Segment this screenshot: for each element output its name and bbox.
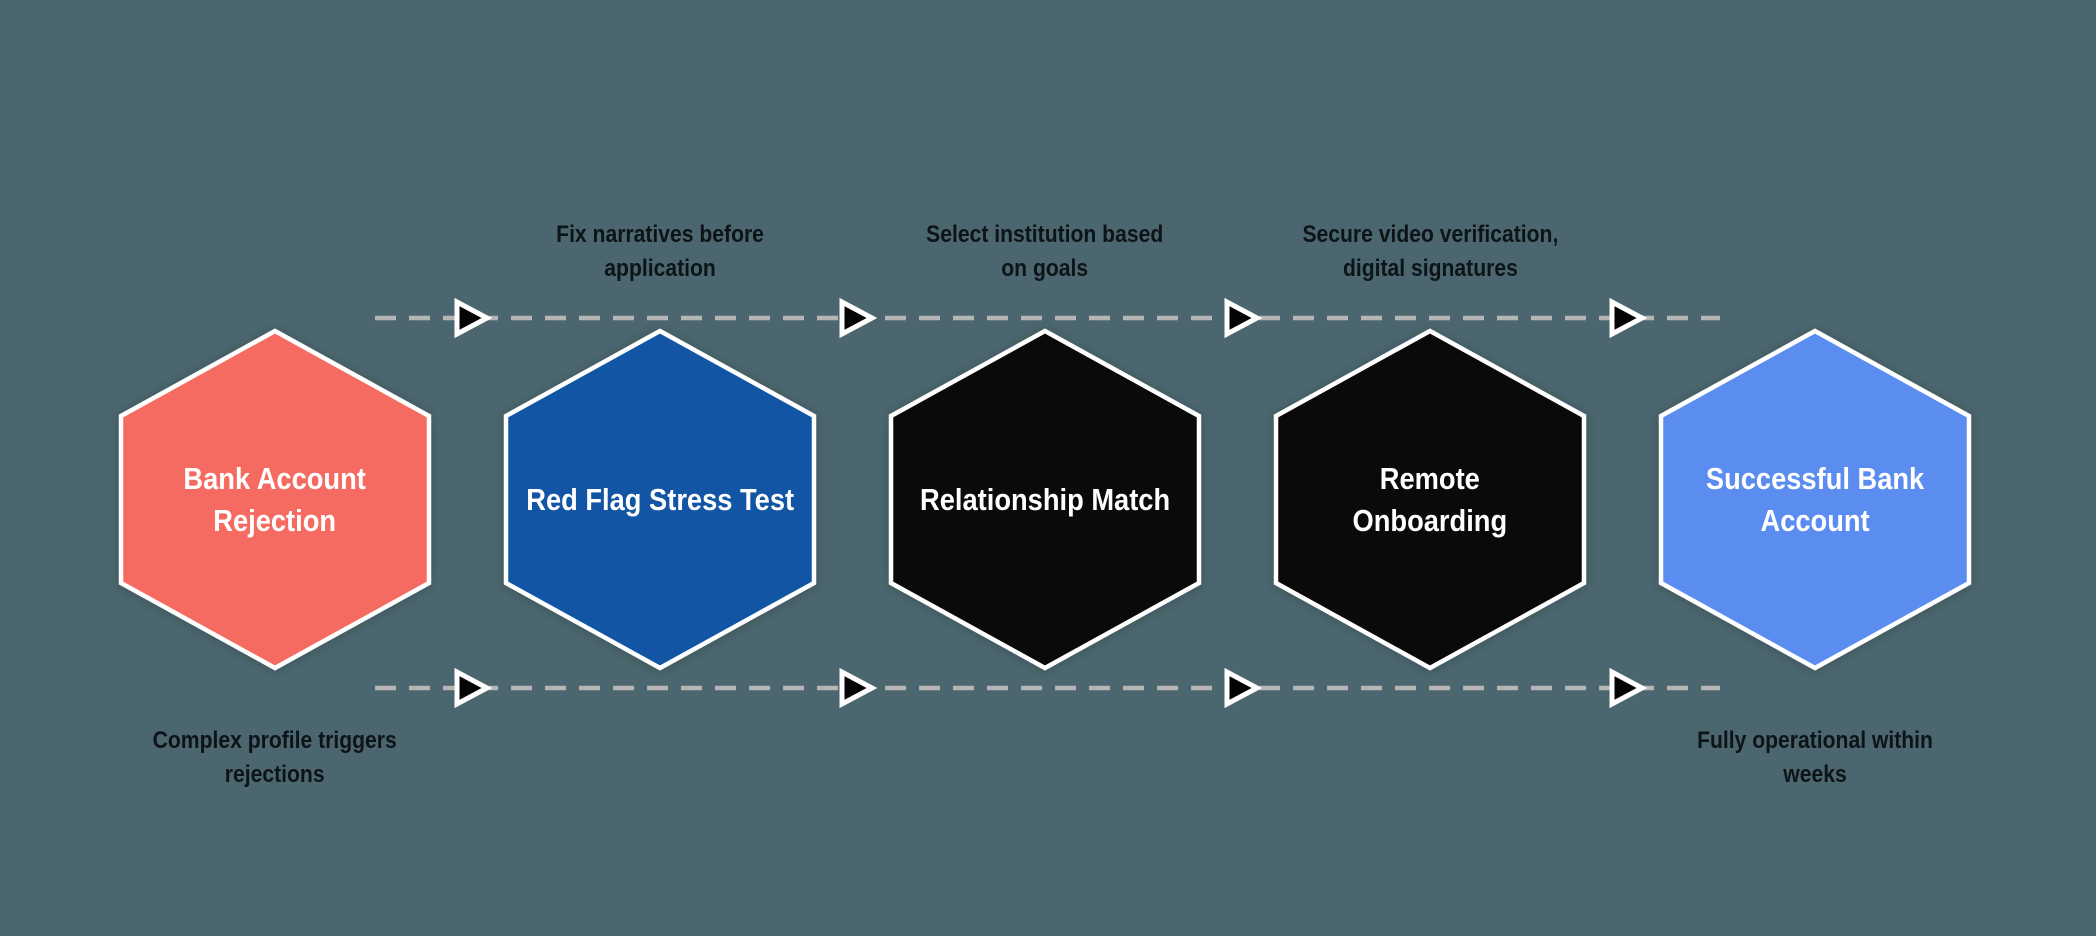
hexagon-shape <box>118 328 432 671</box>
step-label-text: Bank Account Rejection <box>183 460 367 538</box>
step-hexagon-remote-onboarding: Remote Onboarding <box>1273 328 1587 671</box>
step-hexagon-relationship-match: Relationship Match <box>888 328 1202 671</box>
annotation-fix-narratives: Fix narratives before application <box>440 218 880 285</box>
annotation-secure-verification: Secure video verification, digital signa… <box>1210 218 1650 285</box>
step-label: Red Flag Stress Test <box>504 329 816 670</box>
hexagon-fill <box>888 328 1202 671</box>
arrowhead-icon <box>1224 667 1263 709</box>
step-label-text: Red Flag Stress Test <box>526 481 794 517</box>
hexagon-shape <box>1273 328 1587 671</box>
annotation-text: Fix narratives before application <box>556 221 764 282</box>
arrowhead-icon <box>1609 667 1648 709</box>
hexagon-fill <box>1273 328 1587 671</box>
annotation-text: Secure video verification, digital signa… <box>1302 221 1558 282</box>
step-hexagon-bank-account-rejection: Bank Account Rejection <box>118 328 432 671</box>
hexagon-fill <box>118 328 432 671</box>
annotation-text: Complex profile triggers rejections <box>152 727 398 788</box>
arrowhead-icon <box>454 297 493 339</box>
step-label: Bank Account Rejection <box>119 329 431 670</box>
step-label: Relationship Match <box>889 329 1201 670</box>
step-hexagon-successful-bank-account: Successful Bank Account <box>1658 328 1972 671</box>
step-label: Successful Bank Account <box>1659 329 1971 670</box>
step-label-text: Relationship Match <box>919 481 1171 517</box>
arrowhead-icon <box>839 297 878 339</box>
annotation-text: Fully operational within weeks <box>1697 727 1933 788</box>
arrowhead-icon <box>454 667 493 709</box>
arrowhead-icon <box>1609 297 1648 339</box>
annotation-select-institution: Select institution based on goals <box>825 218 1265 285</box>
annotation-fully-operational: Fully operational within weeks <box>1595 724 2035 791</box>
step-label-text: Successful Bank Account <box>1705 460 1925 538</box>
arrowhead-icon <box>839 667 878 709</box>
hexagon-shape <box>1658 328 1972 671</box>
hexagon-fill <box>503 328 817 671</box>
step-label-text: Remote Onboarding <box>1352 460 1508 538</box>
hexagon-shape <box>888 328 1202 671</box>
arrowhead-icon <box>1224 297 1263 339</box>
hexagon-fill <box>1658 328 1972 671</box>
annotation-text: Select institution based on goals <box>926 221 1164 282</box>
step-label: Remote Onboarding <box>1274 329 1586 670</box>
step-hexagon-red-flag-stress-test: Red Flag Stress Test <box>503 328 817 671</box>
hexagon-shape <box>503 328 817 671</box>
annotation-complex-profile: Complex profile triggers rejections <box>55 724 495 791</box>
